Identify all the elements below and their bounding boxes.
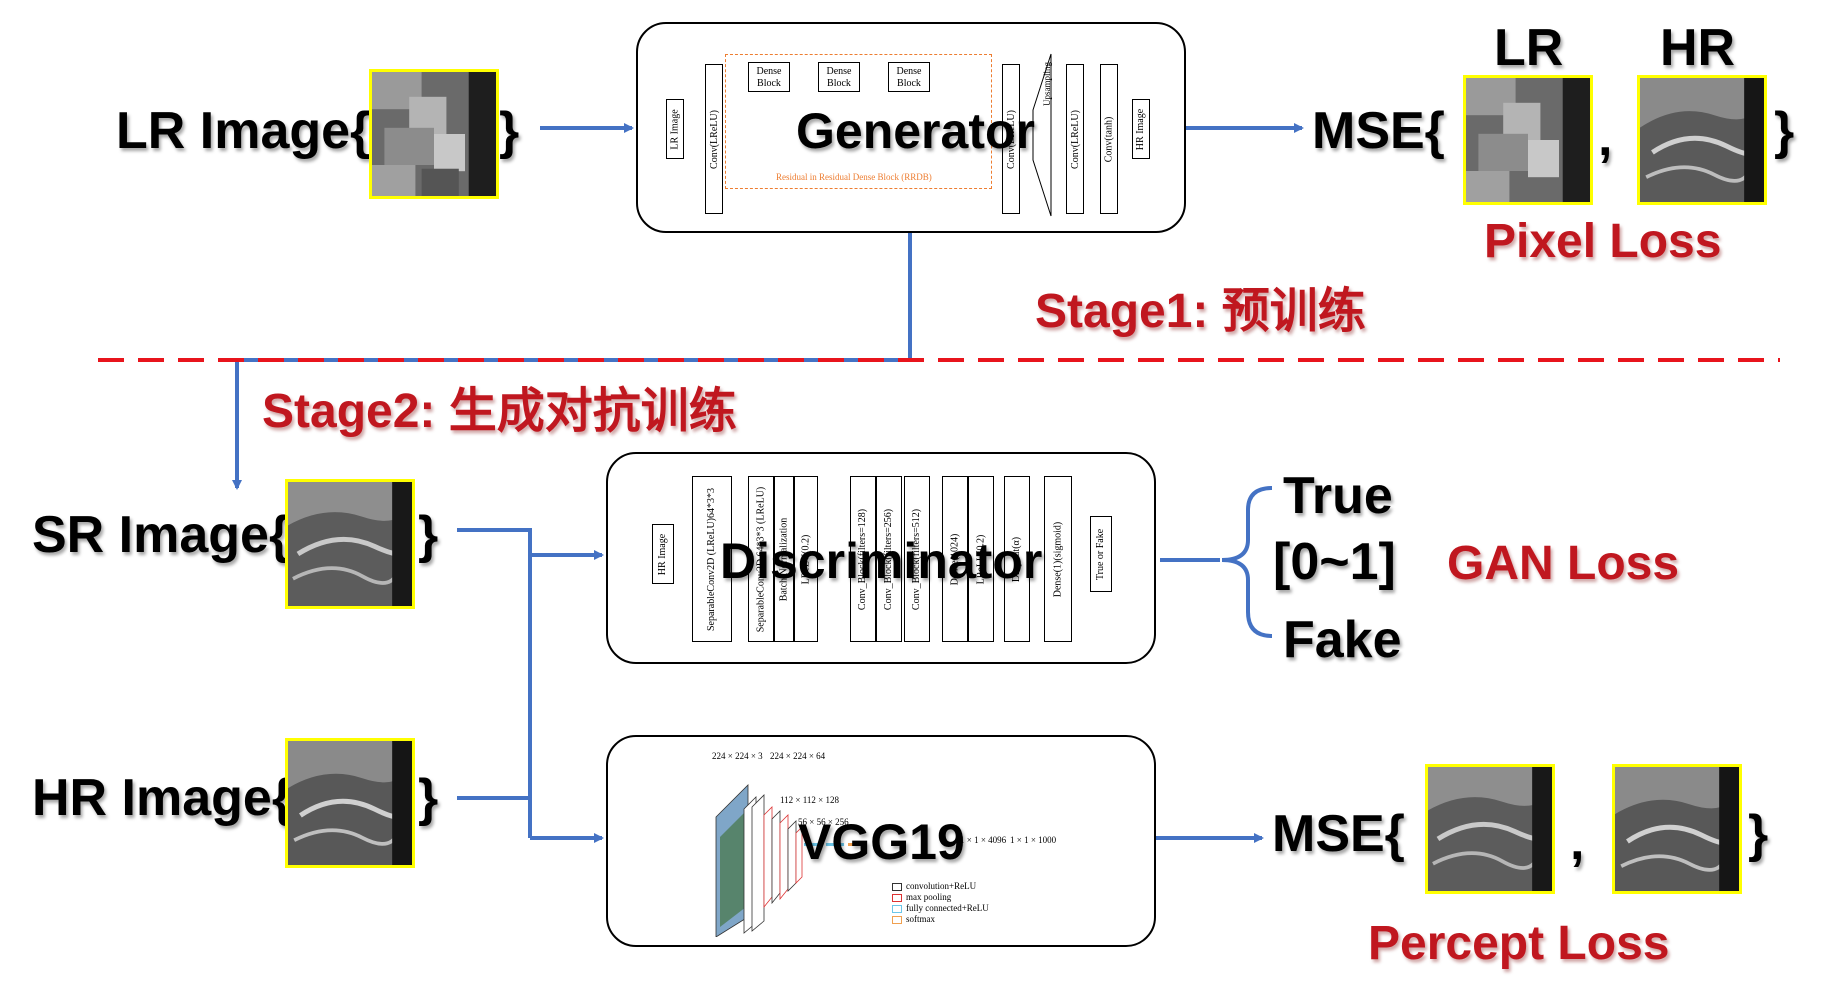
- pixel-close-brace: }: [1774, 102, 1795, 160]
- dense-block-2: Dense Block: [818, 62, 860, 92]
- vgg-dim-conv3: 56 × 56 × 256: [798, 817, 849, 827]
- rrdb-caption: Residual in Residual Dense Block (RRDB): [776, 172, 932, 182]
- generator-title: Generator: [796, 103, 1035, 159]
- vgg-dim-fc: 1 × 1 × 4096: [960, 835, 1007, 845]
- generator-panel: LR Image Conv(LReLU) Dense Block Dense B…: [636, 22, 1186, 233]
- sr-image-label: SR Image{: [32, 506, 290, 564]
- gan-loss-label: GAN Loss: [1447, 537, 1680, 590]
- percept-sr-thumbnail: [1425, 764, 1555, 894]
- pixel-comma: ,: [1598, 109, 1613, 167]
- pixel-mse-label: MSE{: [1312, 102, 1445, 160]
- lr-image-label: LR Image{: [116, 102, 371, 160]
- pixel-hr-thumbnail: [1637, 75, 1767, 205]
- lr-close-brace: }: [499, 102, 520, 160]
- disc-layer-lrelu1: LReLU(0.2): [794, 476, 818, 642]
- disc-layer-sepconv1: SeparableConv2D (LReLU)64*3*3: [692, 476, 732, 642]
- disc-layer-convblock512: Conv_Block(filters=512): [904, 476, 930, 642]
- disc-layer-dropout: Dropout(α): [1004, 476, 1030, 642]
- disc-layer-input: HR Image: [652, 524, 674, 584]
- hr-thumbnail: [285, 738, 415, 868]
- pixel-lr-thumbnail: [1463, 75, 1593, 205]
- generator-layer-conv1: Conv(LReLU): [705, 64, 723, 214]
- arrow-sr-branch: [457, 528, 604, 560]
- vgg19-network-graphic: [715, 784, 864, 937]
- generator-layer-conv3: Conv(LReLU): [1066, 64, 1084, 214]
- hr-image-label: HR Image{: [32, 769, 293, 827]
- disc-layer-batchnorm: Batch Normalization: [774, 476, 794, 642]
- vgg-dim-conv1: 224 × 224 × 64: [770, 751, 826, 761]
- upsampling-label: Upsampling: [1042, 62, 1052, 106]
- upsampling-shape: [1032, 53, 1052, 217]
- discriminator-title: Discriminator: [720, 533, 1043, 589]
- stage2-title: Stage2: 生成对抗训练: [262, 385, 737, 438]
- discriminator-panel: HR Image SeparableConv2D (LReLU)64*3*3 S…: [606, 452, 1156, 664]
- rrdb-box: [725, 54, 992, 189]
- generator-layer-conv2: Conv(LReLU): [1002, 64, 1020, 214]
- sr-thumbnail: [285, 479, 415, 609]
- dense-block-3: Dense Block: [888, 62, 930, 92]
- disc-layer-convblock256: Conv_Block(filters=256): [876, 476, 902, 642]
- vgg19-title: VGG19: [798, 814, 965, 870]
- pixel-loss-label: Pixel Loss: [1484, 215, 1722, 268]
- disc-layer-dense1024: Dense(1024): [942, 476, 968, 642]
- generator-layer-output: HR Image: [1132, 99, 1150, 159]
- vgg-dim-softmax: 1 × 1 × 1000: [1010, 835, 1057, 845]
- disc-layer-output: True or Fake: [1090, 516, 1112, 592]
- vgg-dim-input: 224 × 224 × 3: [712, 751, 763, 761]
- dense-block-1: Dense Block: [748, 62, 790, 92]
- disc-layer-dense1-sigmoid: Dense(1)(sigmoid): [1044, 476, 1072, 642]
- disc-layer-sepconv2: SeparableConv2D 64*3*3 (LReLU): [748, 476, 774, 642]
- vgg19-panel: 224 × 224 × 3 224 × 224 × 64 112 × 112 ×…: [606, 735, 1156, 947]
- lr-header: LR: [1494, 19, 1564, 77]
- lr-input-thumbnail: [369, 69, 499, 199]
- disc-layer-lrelu2: LReLU(0.2): [968, 476, 994, 642]
- fake-label: Fake: [1283, 611, 1402, 669]
- range-label: [0~1]: [1273, 533, 1396, 591]
- hr-header: HR: [1660, 19, 1736, 77]
- hr-close-brace: }: [418, 769, 439, 827]
- generator-layer-conv-tanh: Conv(tanh): [1100, 64, 1118, 214]
- percept-loss-label: Percept Loss: [1368, 917, 1670, 970]
- generator-layer-input: LR Image: [666, 99, 684, 159]
- stage1-title: Stage1: 预训练: [1035, 285, 1366, 338]
- percept-mse-label: MSE{: [1272, 805, 1405, 863]
- percept-close-brace: }: [1748, 805, 1769, 863]
- percept-comma: ,: [1570, 813, 1585, 871]
- percept-hr-thumbnail: [1612, 764, 1742, 894]
- true-label: True: [1283, 467, 1393, 525]
- disc-layer-convblock128: Conv_Block(filters=128): [850, 476, 876, 642]
- arrow-generator-to-sr: [232, 233, 912, 490]
- vgg-dim-conv2: 112 × 112 × 128: [780, 795, 839, 805]
- sr-close-brace: }: [418, 506, 439, 564]
- brace-true-fake: [1221, 486, 1273, 638]
